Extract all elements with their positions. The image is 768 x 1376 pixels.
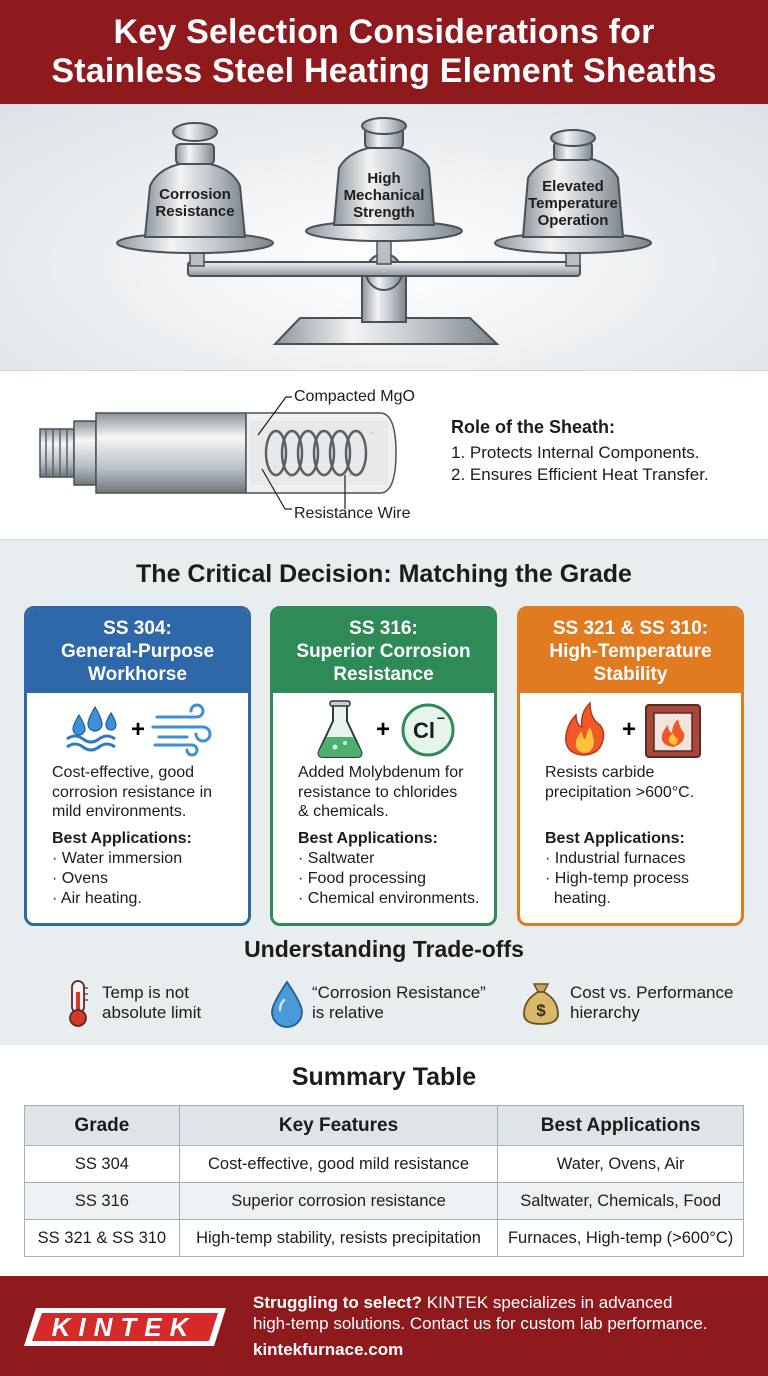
thermometer-icon [69,980,88,1027]
column-header: Key Features [178,1105,499,1146]
summary-section: Summary Table Grade Key Features Best Ap… [0,1045,768,1276]
money-bag-icon: $ [523,983,559,1025]
card-ss321-ss310: SS 321 & SS 310: High-Temperature Stabil… [517,606,744,926]
application-item: heating. [545,890,611,907]
application-item: · Food processing [298,870,427,887]
table-cell: Cost-effective, good mild resistance [178,1145,499,1183]
card-subtitle: Resistance [333,663,434,685]
footer-lead: Struggling to select? [253,1293,423,1312]
card-subtitle: General-Purpose [60,640,215,662]
application-item: · Air heating. [52,890,142,907]
page-title: Key Selection Considerations for Stainle… [51,13,716,91]
table-row: SS 304 Cost-effective, good mild resista… [24,1145,744,1183]
card-grade: SS 321 & SS 310: [552,617,709,639]
svg-text:+: + [131,716,145,743]
card-grade: SS 304: [103,617,172,639]
card-subtitle: Stability [593,663,668,685]
water-drop-icon [271,980,303,1028]
kintek-logo[interactable]: KINTEK [22,1306,228,1348]
table-cell: SS 316 [24,1182,180,1220]
footer-text: Struggling to select? KINTEK specializes… [253,1292,758,1334]
summary-title: Summary Table [291,1063,477,1091]
svg-text:+: + [622,716,636,743]
table-cell: High-temp stability, resists precipitati… [178,1219,499,1257]
svg-text:KINTEK: KINTEK [52,1312,197,1342]
footer-text-1: KINTEK specializes in advanced [422,1293,673,1312]
table-cell: Saltwater, Chemicals, Food [497,1182,744,1220]
air-flow-icon [151,703,212,757]
card-ss304: SS 304: General-Purpose Workhorse + [24,606,251,926]
application-item: · Ovens [52,870,109,887]
table-cell: Superior corrosion resistance [178,1182,499,1220]
best-applications-title: Best Applications: [52,830,192,847]
table-cell: Furnaces, High-temp (>600°C) [497,1219,744,1257]
card-subtitle: Workhorse [88,663,187,685]
summary-table: Grade Key Features Best Applications SS … [24,1105,744,1257]
footer-website-link[interactable]: kintekfurnace.com [253,1340,404,1359]
role-item: 1. Protects Internal Components. [451,443,700,462]
role-of-sheath: Role of the Sheath: 1. Protects Internal… [451,417,709,486]
flask-icon [317,700,363,758]
grade-decision-section: The Critical Decision: Matching the Grad… [0,540,768,1045]
flame-icon [565,701,605,756]
footer-text-2: high-temp solutions. Contact us for cust… [253,1314,708,1333]
card-grade: SS 316: [349,617,418,639]
furnace-icon [645,704,701,758]
title-line-1: Key Selection Considerations for [113,13,655,51]
chloride-icon: Cl − [401,703,455,757]
svg-text:$: $ [536,1001,546,1020]
card-header: SS 321 & SS 310: High-Temperature Stabil… [520,609,741,693]
callout-compacted-mgo: Compacted MgO [294,388,415,405]
table-cell: SS 304 [24,1145,180,1183]
title-line-2: Stainless Steel Heating Element Sheaths [51,52,717,90]
best-applications-title: Best Applications: [298,830,438,847]
tradeoff-text: “Corrosion Resistance”is relative [312,983,486,1022]
balance-scale-icon [116,117,652,345]
table-row: SS 321 & SS 310 High-temp stability, res… [24,1219,744,1257]
tradeoffs-title: Understanding Trade-offs [244,936,524,962]
card-header: SS 316: Superior Corrosion Resistance [273,609,494,693]
table-header-row: Grade Key Features Best Applications [24,1105,744,1146]
svg-text:+: + [376,716,390,743]
column-header: Grade [24,1105,180,1146]
decision-title: The Critical Decision: Matching the Grad… [136,560,632,588]
table-cell: Water, Ovens, Air [497,1145,744,1183]
application-item: · Industrial furnaces [545,850,686,867]
callout-resistance-wire: Resistance Wire [294,505,411,522]
card-header: SS 304: General-Purpose Workhorse [27,609,248,693]
footer-banner: KINTEK Struggling to select? KINTEK spec… [0,1276,768,1376]
card-subtitle: High-Temperature [549,640,712,662]
sheath-section: Compacted MgO Resistance Wire Role of th… [0,370,768,540]
svg-text:−: − [437,710,445,726]
table-cell: SS 321 & SS 310 [24,1219,180,1257]
water-drops-icon [66,705,117,752]
tradeoff-corrosion: “Corrosion Resistance”is relative [270,978,486,1028]
application-item: · High-temp process [545,870,690,887]
table-row: SS 316 Superior corrosion resistance Sal… [24,1182,744,1220]
role-item: 2. Ensures Efficient Heat Transfer. [451,465,709,484]
heating-element-cutaway-icon [39,396,397,510]
header-banner: Key Selection Considerations for Stainle… [0,0,768,104]
application-item: · Water immersion [52,850,183,867]
application-item: · Chemical environments. [298,890,480,907]
application-item: · Saltwater [298,850,375,867]
svg-text:Cl: Cl [413,718,435,743]
card-ss316: SS 316: Superior Corrosion Resistance + … [270,606,497,926]
card-subtitle: Superior Corrosion [296,640,471,662]
role-title: Role of the Sheath: [451,417,616,437]
column-header: Best Applications [497,1105,744,1146]
best-applications-title: Best Applications: [545,830,685,847]
